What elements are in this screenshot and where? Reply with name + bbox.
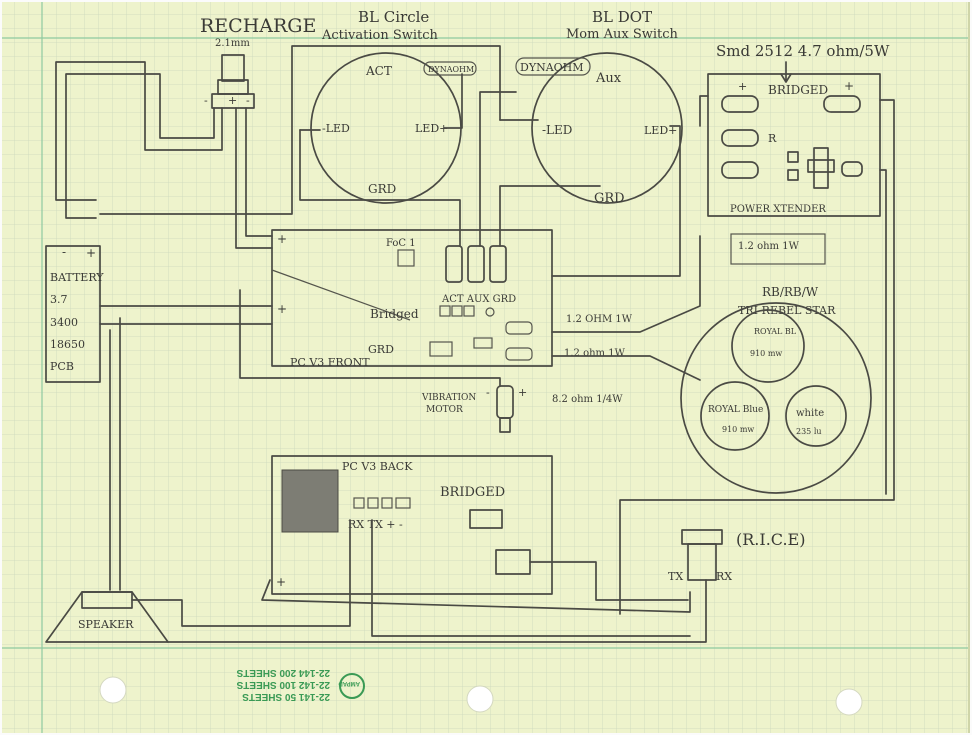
dynaohm-label-left: DYNAOHM (428, 65, 474, 74)
svg-text:TRI-REBEL STAR: TRI-REBEL STAR (738, 304, 836, 317)
recharge-size: 2.1mm (215, 38, 250, 49)
led-minus-left: -LED (322, 122, 350, 135)
svg-text:910 mw: 910 mw (750, 349, 782, 358)
svg-text:RX: RX (716, 570, 732, 583)
svg-text:FoC 1: FoC 1 (386, 238, 416, 249)
svg-text:BRIDGED: BRIDGED (768, 83, 828, 97)
resistor-box (730, 233, 826, 265)
led-plus-right: LED+ (644, 124, 677, 137)
svg-text:TX: TX (668, 570, 683, 583)
resistor-label-1: 1.2 OHM 1W (566, 314, 633, 325)
svg-text:PC V3 FRONT: PC V3 FRONT (290, 356, 370, 369)
svg-text:ROYAL BL: ROYAL BL (754, 327, 797, 336)
svg-text:MOTOR: MOTOR (426, 405, 463, 415)
svg-text:+: + (86, 246, 96, 260)
svg-text:ACT AUX GRD: ACT AUX GRD (441, 294, 516, 305)
svg-text:+: + (844, 79, 854, 93)
svg-text:white: white (796, 408, 824, 419)
svg-text:+: + (228, 94, 237, 107)
svg-text:RB/RB/W: RB/RB/W (762, 285, 819, 299)
svg-text:VIBRATION: VIBRATION (421, 393, 476, 403)
rice-connector: (R.I.C.E) TX RX (668, 529, 805, 583)
resistor-label-4: 8.2 ohm 1/4W (552, 394, 623, 405)
svg-text:GRD: GRD (368, 343, 394, 356)
aux-label: Aux (595, 71, 622, 86)
svg-text:PC V3 BACK: PC V3 BACK (342, 460, 413, 473)
svg-text:-: - (204, 94, 208, 107)
led-minus-right: -LED (542, 123, 572, 137)
svg-text:R: R (768, 132, 777, 145)
svg-text:ROYAL Blue: ROYAL Blue (708, 405, 763, 415)
binder-hole (466, 685, 494, 713)
svg-text:+: + (738, 80, 747, 93)
svg-text:3400: 3400 (50, 316, 78, 329)
battery: - + BATTERY 3.7 3400 18650 PCB (45, 245, 104, 383)
svg-text:(R.I.C.E): (R.I.C.E) (736, 530, 805, 549)
svg-text:235 lu: 235 lu (796, 427, 822, 436)
svg-text:PCB: PCB (50, 360, 74, 373)
binder-hole (835, 688, 863, 716)
led-plus-left: LED+ (415, 122, 448, 135)
activation-switch-heading: Activation Switch (321, 28, 439, 43)
svg-text:AMPAD: AMPAD (338, 680, 360, 686)
svg-text:POWER XTENDER: POWER XTENDER (730, 204, 826, 215)
binder-hole (99, 676, 127, 704)
svg-text:RX TX + -: RX TX + - (348, 518, 403, 531)
svg-text:3.7: 3.7 (50, 293, 68, 306)
power-xtender: BRIDGED + + R POWER XTENDER (707, 73, 881, 217)
arrow-down-icon (780, 61, 792, 83)
svg-text:BRIDGED: BRIDGED (440, 485, 505, 500)
recharge-heading: RECHARGE (200, 15, 316, 37)
tri-rebel-star: RB/RB/W TRI-REBEL STAR ROYAL BL 910 mw R… (680, 285, 872, 494)
svg-text:+: + (276, 575, 286, 589)
svg-text:BATTERY: BATTERY (50, 271, 104, 284)
svg-text:+: + (277, 232, 287, 246)
recharge-jack: - + - (204, 54, 255, 109)
svg-text:18650: 18650 (50, 338, 85, 351)
bl-dot-heading: BL DOT (592, 8, 652, 26)
svg-text:Bridged: Bridged (370, 307, 419, 321)
back-board: PC V3 BACK RX TX + - BRIDGED + (271, 455, 553, 595)
svg-text:+: + (518, 386, 527, 399)
svg-text:910 mw: 910 mw (722, 425, 754, 434)
svg-text:22-141 50 SHEETS: 22-141 50 SHEETS (242, 691, 330, 702)
svg-text:22-142 100 SHEETS: 22-142 100 SHEETS (236, 679, 330, 690)
svg-text:+: + (277, 302, 287, 316)
svg-text:-: - (246, 94, 250, 107)
mom-aux-heading: Mom Aux Switch (566, 27, 679, 42)
resistor-note: Smd 2512 4.7 ohm/5W (716, 42, 890, 60)
grd-left: GRD (368, 182, 396, 196)
grd-right: GRD (594, 191, 625, 206)
bl-circle-heading: BL Circle (358, 8, 429, 26)
vibration-motor: VIBRATION MOTOR - + (421, 385, 527, 433)
svg-text:-: - (486, 386, 490, 399)
resistor-label-3: 1.2 ohm 1W (738, 241, 800, 252)
svg-text:SPEAKER: SPEAKER (78, 618, 134, 631)
dynaohm-label-right: DYNAOHM (520, 61, 584, 74)
act-label: ACT (365, 64, 392, 78)
aux-switch: DYNAOHM Aux -LED LED+ GRD (515, 52, 683, 206)
resistor-label-2: 1.2 ohm 1W (564, 348, 626, 359)
svg-text:22-144 200 SHEETS: 22-144 200 SHEETS (236, 667, 330, 678)
svg-text:-: - (62, 245, 66, 259)
paper-stamp: AMPAD 22-141 50 SHEETS 22-142 100 SHEETS… (236, 667, 365, 702)
wiring (55, 45, 895, 643)
front-board: FoC 1 ACT AUX GRD Bridged GRD PC V3 FRON… (271, 229, 553, 369)
